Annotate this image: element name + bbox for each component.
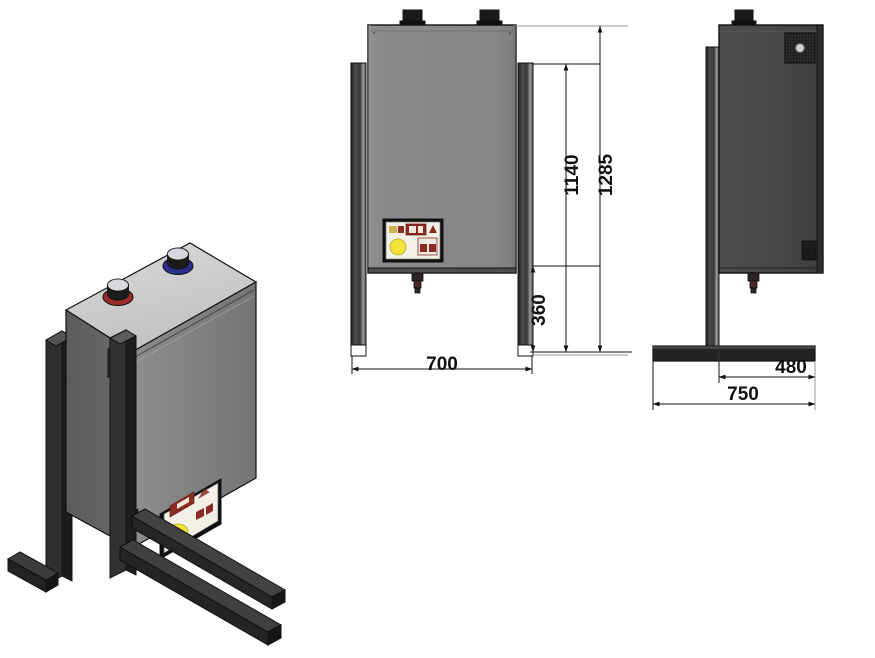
front-control-panel	[382, 218, 444, 263]
iso-stand-rear-foot	[6, 551, 60, 593]
iso-button-left	[196, 508, 204, 520]
front-button-left	[420, 244, 427, 252]
front-icon-small-left	[389, 226, 397, 233]
side-stand-base	[652, 345, 816, 362]
iso-warning-triangle-icon	[198, 489, 210, 499]
front-leg-left	[350, 62, 367, 357]
iso-stand-rear-post	[45, 330, 73, 586]
iso-stand-mid-foot	[130, 508, 287, 610]
dim-label-1285: 1285	[596, 153, 617, 196]
front-icon-small-left2	[398, 226, 404, 233]
iso-cabinet	[64, 242, 258, 550]
iso-port-right	[162, 247, 194, 275]
side-outlet-pipe	[747, 272, 760, 294]
side-fan-grille-icon	[784, 32, 816, 64]
side-port	[731, 9, 757, 27]
front-port-left	[399, 9, 426, 27]
isometric-view	[6, 242, 287, 646]
side-access-panel	[801, 240, 817, 261]
front-view-dimensions	[351, 25, 632, 374]
front-leg-right	[517, 62, 534, 357]
front-view	[350, 9, 534, 357]
side-view	[652, 9, 824, 362]
iso-port-left	[102, 278, 134, 306]
front-outlet-pipe	[411, 272, 424, 294]
front-warning-triangle-icon	[429, 225, 437, 233]
dim-label-1140: 1140	[562, 154, 583, 195]
dim-label-360: 360	[529, 294, 550, 326]
dim-label-480: 480	[775, 357, 807, 378]
front-button-right	[429, 244, 436, 252]
side-view-dimensions	[652, 361, 816, 410]
side-cabinet	[718, 24, 824, 274]
iso-button-right	[206, 503, 213, 515]
dim-label-700: 700	[426, 354, 458, 375]
side-stand-post	[705, 46, 720, 347]
front-port-right	[476, 9, 503, 27]
iso-stand-front-foot	[118, 539, 283, 646]
dim-label-750: 750	[727, 384, 759, 405]
front-control-knob	[389, 238, 407, 256]
iso-stand-front-post	[108, 329, 138, 579]
